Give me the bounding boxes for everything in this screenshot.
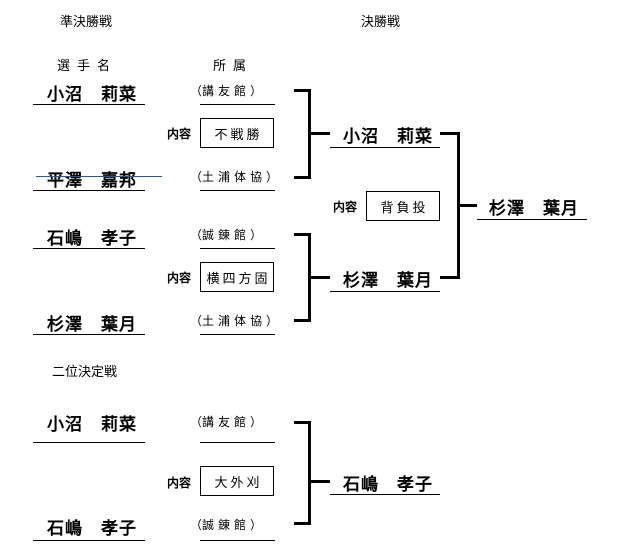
name-underline <box>33 540 145 541</box>
semifinal-1-content-box: 不戦勝 <box>200 118 274 148</box>
playoff-content-label: 内容 <box>167 476 192 490</box>
bracket-line <box>457 204 477 207</box>
semifinal-1-player-1-club: （講友館） <box>190 84 263 98</box>
semifinal-2-player-1-club: （誠錬館） <box>190 228 263 242</box>
playoff-player-1-name: 小沼 莉菜 <box>47 415 137 435</box>
bracket-line <box>308 480 330 483</box>
club-underline <box>200 540 275 541</box>
bracket-line <box>440 276 459 279</box>
final-player-2-name: 杉澤 葉月 <box>343 271 433 291</box>
semifinal-1-content-label: 内容 <box>167 127 192 141</box>
club-underline <box>200 442 275 443</box>
bracket-line <box>440 132 459 135</box>
semifinal-2-player-1-name: 石嶋 孝子 <box>47 229 137 249</box>
name-underline <box>33 442 145 443</box>
bracket-line <box>294 522 310 525</box>
playoff-player-1-club: （講友館） <box>190 415 263 429</box>
final-content-label: 内容 <box>333 200 358 214</box>
semifinal-2-content-box: 横四方固 <box>200 262 274 292</box>
bracket-line <box>308 132 330 135</box>
final-player-1-name: 小沼 莉菜 <box>343 127 433 147</box>
semifinal-1-player-2-club: （土浦体協） <box>190 170 279 184</box>
playoff-winner-name: 石嶋 孝子 <box>343 475 433 495</box>
player-name-column-header: 選手名 <box>57 59 118 74</box>
name-underline <box>330 147 440 148</box>
semifinal-2-content-label: 内容 <box>167 271 192 285</box>
bracket-line <box>294 233 310 236</box>
name-underline <box>33 334 145 335</box>
semifinal-2-player-2-club: （土浦体協） <box>190 314 279 328</box>
semifinal-header: 準決勝戦 <box>60 15 113 30</box>
playoff-header: 二位決定戦 <box>52 365 118 380</box>
bracket-line <box>294 176 310 179</box>
name-underline <box>33 190 145 191</box>
name-underline <box>477 219 587 220</box>
bracket-line <box>308 276 330 279</box>
strikethrough-line <box>36 176 162 177</box>
affiliation-column-header: 所属 <box>213 59 254 74</box>
playoff-player-2-name: 石嶋 孝子 <box>47 519 137 539</box>
semifinal-1-player-1-name: 小沼 莉菜 <box>47 85 137 105</box>
final-header: 決勝戦 <box>361 15 401 30</box>
final-winner-name: 杉澤 葉月 <box>489 199 579 219</box>
club-underline <box>200 190 275 191</box>
final-content-box: 背負投 <box>366 191 440 221</box>
name-underline <box>330 494 440 495</box>
bracket-line <box>294 89 310 92</box>
club-underline <box>200 334 275 335</box>
bracket-line <box>294 421 310 424</box>
semifinal-2-player-2-name: 杉澤 葉月 <box>47 315 137 335</box>
playoff-player-2-club: （誠錬館） <box>190 518 263 532</box>
playoff-content-box: 大外刈 <box>200 466 274 496</box>
name-underline <box>33 248 145 249</box>
club-underline <box>200 104 275 105</box>
bracket-line <box>294 319 310 322</box>
club-underline <box>200 248 275 249</box>
name-underline <box>330 291 440 292</box>
name-underline <box>33 104 145 105</box>
bracket-line <box>308 421 311 525</box>
semifinal-1-player-2-name: 平澤 嘉邦 <box>47 171 137 191</box>
